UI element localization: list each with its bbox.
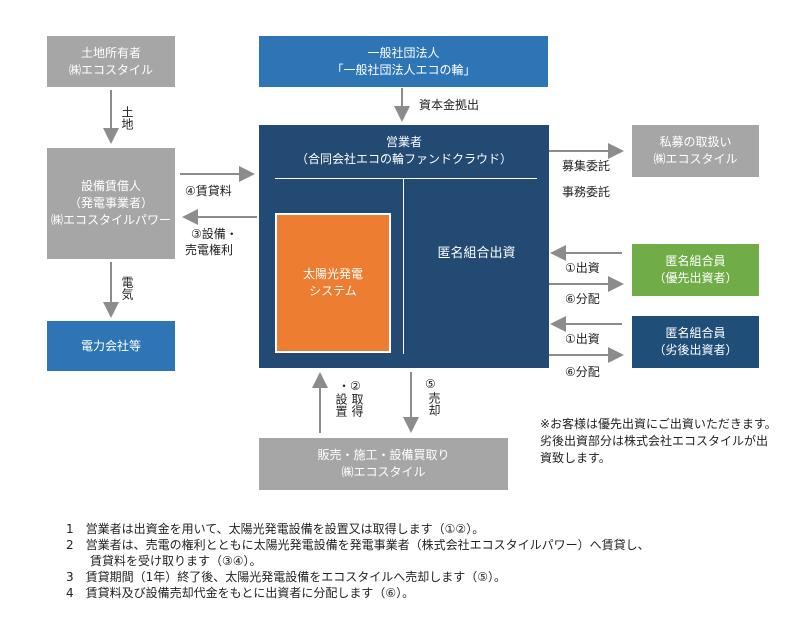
private-label: 私募の取扱い — [659, 135, 732, 149]
private-company: ㈱エコスタイル — [653, 152, 738, 166]
lessee-company: ㈱エコスタイルパワー — [50, 213, 171, 227]
side-note: ※お客様は優先出資にご出資いただきます。 劣後出資部分は株式会社エコスタイルが出… — [540, 416, 790, 467]
equipment-label-2: 売電権利 — [185, 243, 234, 257]
association-name: 「一般社団法人エコの輪」 — [331, 62, 476, 77]
invest2-label: ①出資 — [565, 332, 600, 346]
member-priority-title: 匿名組合員 — [665, 254, 726, 268]
operator-divider-v — [403, 179, 404, 354]
rent-label: ④賃貸料 — [185, 184, 232, 198]
capital-label: 資本金拠出 — [419, 98, 480, 112]
sell-label-text: 売却 — [427, 392, 441, 416]
member-priority-box: 匿名組合員 （優先出資者） — [632, 244, 759, 296]
acquire-label-top: ・② — [338, 379, 361, 393]
solar-line1: 太陽光発電 — [302, 267, 363, 281]
association-type: 一般社団法人 — [367, 45, 440, 60]
operator-title-area: 営業者 （合同会社エコの輪ファンドクラウド） — [259, 131, 549, 171]
side-note-line3: 資致します。 — [540, 451, 611, 465]
note-item: 1 営業者は出資金を用いて、太陽光発電設備を設置又は取得します（①②）。 — [66, 522, 485, 536]
power-company-box: 電力会社等 — [47, 321, 175, 371]
side-note-line1: ※お客様は優先出資にご出資いただきます。 — [540, 417, 777, 431]
dist2-label: ⑥分配 — [565, 365, 600, 379]
member-subordinate-box: 匿名組合員 （劣後出資者） — [632, 316, 759, 368]
private-placement-box: 私募の取扱い ㈱エコスタイル — [632, 125, 759, 177]
lessee-box: 設備賃借人 （発電事業者） ㈱エコスタイルパワー — [47, 148, 175, 259]
solar-line2: システム — [309, 284, 357, 298]
note-item: 賃貸料を受け取ります（③④）。 — [66, 554, 262, 568]
member-subordinate-type: （劣後出資者） — [653, 343, 738, 357]
sales-company: ㈱エコスタイル — [341, 465, 426, 479]
solar-box: 太陽光発電 システム — [275, 213, 391, 353]
sales-service: 販売・施工・設備買取り — [317, 448, 450, 462]
acquire-label-col2: 設置 — [334, 393, 348, 417]
member-priority-type: （優先出資者） — [653, 271, 738, 285]
note-item: 2 営業者は、売電の権利とともに太陽光発電設備を発電事業者（株式会社エコスタイル… — [66, 538, 650, 552]
sell-label-num: ⑤ — [425, 377, 436, 391]
operator-divider-h — [275, 178, 537, 179]
operator-anonymous-label: 匿名組合出資 — [437, 246, 516, 261]
note-item: 3 賃貸期間（1年）終了後、太陽光発電設備をエコスタイルへ売却します（⑤）。 — [66, 570, 507, 584]
member-subordinate-title: 匿名組合員 — [665, 326, 726, 340]
operator-title: 営業者 — [385, 135, 422, 149]
admin-label: 事務委託 — [562, 185, 611, 199]
land-label: 土地 — [120, 106, 134, 130]
solicit-label: 募集委託 — [562, 159, 611, 173]
sales-box: 販売・施工・設備買取り ㈱エコスタイル — [259, 438, 508, 490]
lessee-role: 設備賃借人 — [80, 179, 141, 193]
equipment-label-1: ③設備・ — [191, 227, 238, 241]
invest1-label: ①出資 — [565, 261, 600, 275]
lessee-subrole: （発電事業者） — [68, 196, 153, 210]
notes-list: 1 営業者は出資金を用いて、太陽光発電設備を設置又は取得します（①②）。 2 営… — [66, 521, 650, 601]
association-box: 一般社団法人 「一般社団法人エコの輪」 — [259, 36, 548, 87]
acquire-label-col1: 取得 — [350, 393, 364, 417]
side-note-line2: 劣後出資部分は株式会社エコスタイルが出 — [540, 434, 769, 448]
note-item: 4 賃貸料及び設備売却代金をもとに出資者に分配します（⑥）。 — [66, 586, 415, 600]
landowner-name: 土地所有者 — [80, 45, 141, 60]
landowner-box: 土地所有者 ㈱エコスタイル — [47, 36, 175, 87]
power-company-label: 電力会社等 — [80, 338, 141, 353]
operator-subtitle: （合同会社エコの輪ファンドクラウド） — [295, 152, 512, 166]
electricity-label: 電気 — [120, 276, 134, 300]
landowner-company: ㈱エコスタイル — [68, 62, 153, 77]
dist1-label: ⑥分配 — [565, 292, 600, 306]
